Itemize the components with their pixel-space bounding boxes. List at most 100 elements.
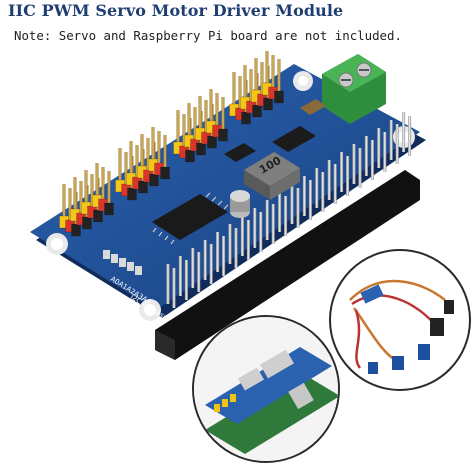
- gpio-pin: [352, 144, 356, 184]
- header-pin: [209, 89, 213, 125]
- gpio-pin: [389, 120, 393, 160]
- gpio-pin: [290, 184, 294, 224]
- gpio-pin: [191, 248, 195, 288]
- header-housing: [274, 90, 284, 104]
- header-pin: [68, 188, 72, 224]
- header-pin: [79, 181, 83, 217]
- gpio-pin: [278, 192, 282, 232]
- gpio-pin: [296, 188, 300, 228]
- gpio-pin: [402, 112, 406, 152]
- header-housing: [71, 223, 81, 237]
- header-pin: [182, 114, 186, 150]
- header-pin: [176, 110, 180, 146]
- gpio-pin: [234, 228, 238, 268]
- note-text: Note: Servo and Raspberry Pi board are n…: [14, 28, 402, 43]
- gpio-pin: [203, 240, 207, 280]
- gpio-pin: [284, 196, 288, 236]
- header-pin: [221, 97, 225, 133]
- header-pin: [198, 96, 202, 132]
- gpio-pin: [333, 164, 337, 204]
- header-pin: [140, 134, 144, 170]
- gpio-pin: [346, 156, 350, 196]
- header-housing: [138, 180, 148, 194]
- capacitor: [230, 190, 250, 218]
- gpio-pin: [184, 260, 188, 300]
- header-pin: [129, 141, 133, 177]
- header-pin: [254, 58, 258, 94]
- terminal-block: [322, 54, 386, 124]
- gpio-pin: [253, 208, 257, 248]
- gpio-pin: [265, 200, 269, 240]
- header-pin: [151, 127, 155, 163]
- header-pin: [271, 55, 275, 91]
- bottom-header-block: [155, 170, 420, 360]
- header-pin: [277, 59, 281, 95]
- pwm-chip: [152, 192, 229, 245]
- header-housing: [127, 187, 137, 201]
- header-pin: [215, 93, 219, 129]
- header-pin: [163, 135, 167, 171]
- gpio-pin: [240, 216, 244, 256]
- page-title: IIC PWM Servo Motor Driver Module: [8, 1, 344, 20]
- gpio-pin: [209, 244, 213, 284]
- gpio-pin: [222, 236, 226, 276]
- header-housing: [218, 128, 228, 142]
- header-pin: [249, 69, 253, 105]
- gpio-pin: [197, 252, 201, 292]
- gpio-pin: [166, 264, 170, 304]
- header-pin: [146, 138, 150, 174]
- header-pin: [265, 51, 269, 87]
- header-pin: [73, 177, 77, 213]
- header-housing: [149, 173, 159, 187]
- header-pin: [260, 62, 264, 98]
- header-pin: [135, 145, 139, 181]
- header-pin: [157, 131, 161, 167]
- header-housing: [207, 135, 217, 149]
- gpio-pin: [271, 204, 275, 244]
- gpio-pin: [308, 180, 312, 220]
- header-pin: [204, 100, 208, 136]
- inductor: 100: [244, 152, 300, 200]
- header-pin: [62, 184, 66, 220]
- gpio-pin: [178, 256, 182, 296]
- header-housing: [82, 216, 92, 230]
- header-housing: [104, 202, 114, 216]
- header-housing: [185, 149, 195, 163]
- gpio-pin: [315, 168, 319, 208]
- header-housing: [196, 142, 206, 156]
- gpio-pin: [228, 224, 232, 264]
- header-housing: [252, 104, 262, 118]
- header-pin: [193, 107, 197, 143]
- header-housing: [241, 111, 251, 125]
- regulator-chip: [224, 99, 326, 162]
- gpio-pin: [383, 132, 387, 172]
- header-pin: [84, 170, 88, 206]
- gpio-pin: [408, 116, 412, 156]
- gpio-pin: [395, 124, 399, 164]
- gpio-pin: [246, 220, 250, 260]
- gpio-pin: [259, 212, 263, 252]
- header-housing: [93, 209, 103, 223]
- header-pin: [101, 167, 105, 203]
- servo-headers: [59, 51, 284, 237]
- gpio-pin: [302, 176, 306, 216]
- gpio-pins: [166, 112, 412, 308]
- header-pin: [232, 72, 236, 108]
- gpio-pin: [364, 136, 368, 176]
- header-pin: [95, 163, 99, 199]
- header-pin: [118, 148, 122, 184]
- header-housing: [160, 166, 170, 180]
- gpio-pin: [172, 268, 176, 308]
- raspberry-pi-photo: [192, 315, 340, 463]
- header-pin: [107, 171, 111, 207]
- header-pin: [124, 152, 128, 188]
- gpio-pin: [370, 140, 374, 180]
- gpio-pin: [358, 148, 362, 188]
- header-pin: [238, 76, 242, 112]
- header-pin: [90, 174, 94, 210]
- header-housing: [263, 97, 273, 111]
- servo-photo: [329, 249, 471, 391]
- header-pin: [187, 103, 191, 139]
- gpio-pin: [216, 232, 220, 272]
